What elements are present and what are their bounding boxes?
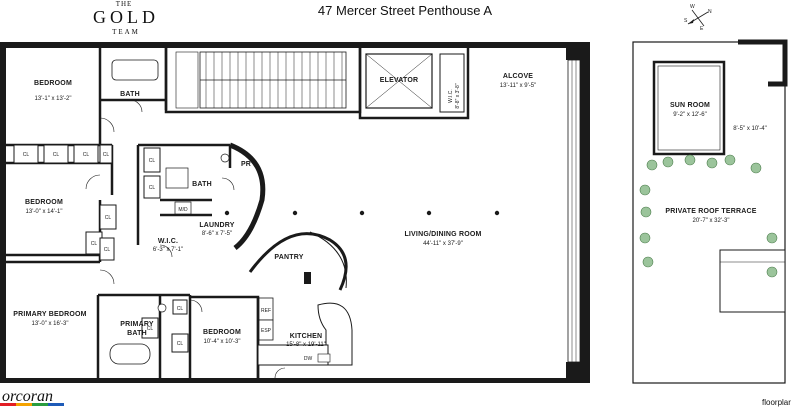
columns: [224, 210, 500, 216]
elevator-car: [365, 53, 433, 109]
kitchen-sink: [317, 353, 331, 363]
wic-label: W.I.C.: [158, 238, 178, 245]
plant: [662, 156, 674, 168]
exterior-walls: [0, 42, 590, 383]
plant: [639, 184, 651, 196]
closet-label: CL: [177, 306, 184, 312]
md-box: [174, 201, 192, 215]
closet-boxes: [13, 144, 189, 353]
living-dining-label: LIVING/DINING ROOM: [404, 231, 481, 238]
terrace-nook-dims: 8'-5" x 10'-4": [733, 126, 767, 132]
kitchen-label: KITCHEN: [290, 333, 323, 340]
closet-label: CL: [147, 326, 154, 332]
closet-label: CL: [53, 152, 60, 158]
closet-label: CL: [149, 185, 156, 191]
plant: [706, 157, 718, 169]
roof-terrace-outline: [632, 39, 788, 384]
closet-label: CL: [104, 247, 111, 253]
window-strip-right: [567, 59, 581, 363]
bedroom2-dims: 13'-0" x 14'-1": [26, 209, 63, 215]
laundry-label: LAUNDRY: [199, 222, 234, 229]
closet-label: CL: [105, 215, 112, 221]
alcove-label: ALCOVE: [503, 73, 534, 80]
dw-label: DW: [304, 356, 313, 362]
shower-bath: [165, 167, 189, 189]
primary-bathtub: [109, 343, 151, 365]
closet-label: CL: [83, 152, 90, 158]
bath2-label: BATH: [192, 181, 212, 188]
plant: [766, 232, 778, 244]
primary-bath-label-2: BATH: [127, 330, 147, 337]
plant: [766, 266, 778, 278]
plant: [642, 256, 654, 268]
powder-room-curved-wall: [229, 142, 266, 250]
elevator-label: ELEVATOR: [380, 77, 419, 84]
wic2-dims: 8'-8" x 3'-8": [455, 83, 461, 108]
wic-closet-small: [439, 53, 465, 113]
ref-label: REF: [261, 308, 271, 314]
alcove-dims: 13'-11" x 9'-5": [500, 83, 536, 89]
page-title: 47 Mercer Street Penthouse A: [317, 3, 493, 18]
toilet-pr: [220, 153, 230, 163]
door-swings: [85, 99, 286, 379]
compass-w: W: [690, 4, 695, 10]
pantry-curved-wall: [248, 232, 348, 291]
brand-logo-text: orcoran: [2, 388, 53, 405]
kitchen-counter: [257, 344, 329, 366]
floorplan-credit: floorplar: [762, 398, 791, 407]
bedroom3-label: BEDROOM: [203, 329, 241, 336]
primary-bedroom-dims: 13'-0" x 16'-3": [32, 321, 69, 327]
wic2-label: W.I.C.: [448, 89, 454, 103]
bedroom1-dims: 13'-1" x 13'-2": [35, 96, 72, 102]
pantry-door-post: [304, 272, 311, 284]
esp-label: ESP: [261, 328, 272, 334]
bedroom2-label: BEDROOM: [25, 199, 63, 206]
roof-terrace-dims: 20'-7" x 32'-3": [693, 218, 730, 224]
closet-labels: CL CL CL CL CL CL CL CL CL CL CL CL: [23, 152, 184, 347]
bedroom3-dims: 10'-4" x 10'-3": [204, 339, 241, 345]
bedroom1-label: BEDROOM: [34, 80, 72, 87]
logo-gold-text: GOLD: [93, 7, 159, 27]
pantry-inner-curve: [309, 231, 347, 289]
living-dining-dims: 44'-11" x 37'-9": [423, 241, 463, 247]
compass-s: S: [684, 18, 688, 24]
brand-color-bar: [0, 403, 64, 406]
laundry-dims: 8'-6" x 7'-5": [202, 231, 232, 237]
plant: [646, 159, 658, 171]
esp-box: [258, 319, 274, 341]
closet-label: CL: [91, 241, 98, 247]
wic-dims: 6'-3" x 7'-1": [153, 247, 183, 253]
stair-treads: [205, 52, 343, 108]
sun-room-label: SUN ROOM: [670, 102, 710, 109]
compass-rose: [687, 9, 709, 27]
compass-e: E: [700, 26, 704, 32]
bathtub-1: [111, 59, 159, 81]
closet-label: CL: [103, 152, 110, 158]
plant: [684, 154, 696, 166]
logo-team-text: TEAM: [112, 28, 140, 36]
stair-landing: [175, 51, 199, 109]
terrace-plants: [639, 154, 778, 278]
plant: [639, 232, 651, 244]
compass-n: N: [708, 9, 712, 15]
staircase: [199, 51, 347, 109]
closet-label: CL: [177, 341, 184, 347]
bath1-label: BATH: [120, 91, 140, 98]
sun-room-dims: 9'-2" x 12'-6": [673, 112, 707, 118]
kitchen-dims: 15'-8" x 19'-11": [286, 342, 326, 348]
primary-bath-label-1: PRIMARY: [120, 321, 154, 328]
closet-label: CL: [23, 152, 30, 158]
toilet-primary: [157, 303, 167, 313]
md-label: M/D: [178, 207, 188, 213]
primary-bedroom-label: PRIMARY BEDROOM: [13, 311, 86, 318]
pr-label: PR: [241, 161, 251, 168]
plant: [640, 206, 652, 218]
pantry-label: PANTRY: [274, 254, 303, 261]
plant: [750, 162, 762, 174]
closet-label: CL: [149, 158, 156, 164]
plant: [724, 154, 736, 166]
logo-the-text: THE: [115, 0, 133, 8]
roof-terrace-label: PRIVATE ROOF TERRACE: [665, 208, 756, 215]
